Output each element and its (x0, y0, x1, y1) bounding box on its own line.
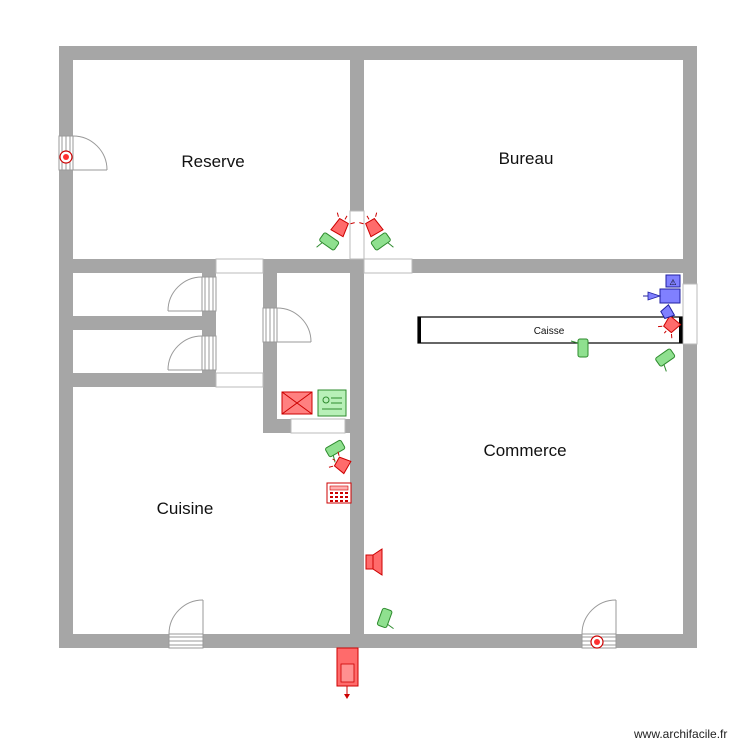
opening-bureau-commerce (363, 258, 413, 274)
camera-icon (655, 348, 676, 372)
wall-left (59, 46, 73, 648)
camera-icon (570, 338, 589, 358)
wall-top (59, 46, 697, 60)
camera-icon (376, 607, 394, 630)
svg-text:⚠: ⚠ (669, 278, 676, 287)
door-store-2 (167, 335, 217, 371)
camera-icon (316, 232, 340, 251)
motion-detector-icon (660, 304, 676, 320)
electrical-panel-icon (281, 391, 313, 415)
motion-detector-icon (359, 212, 384, 238)
door-closet (262, 307, 312, 343)
speaker-icon (365, 548, 383, 576)
room-label-reserve: Reserve (181, 152, 244, 171)
motion-detector-icon (328, 451, 352, 475)
keypad-icon (326, 482, 352, 504)
smoke-detector-icon (590, 635, 604, 649)
wall-cuisine-commerce (350, 273, 364, 634)
wall-closet-left (263, 273, 277, 433)
door-cuisine (168, 599, 204, 649)
room-label-bureau: Bureau (499, 149, 554, 168)
caisse-counter: Caisse (417, 316, 683, 344)
opening-corridor-bottom (215, 372, 264, 388)
opening-reserve-bureau (349, 210, 365, 260)
smoke-detector-icon (59, 150, 73, 164)
fire-extinguisher-icon: ⚠ (665, 274, 681, 288)
wall-reserve-bureau (350, 60, 364, 259)
wall-bottom (59, 634, 697, 648)
opening-caisse-right (682, 283, 698, 345)
caisse-label: Caisse (534, 326, 565, 337)
motion-detector-icon (330, 212, 355, 238)
opening-corridor-top (215, 258, 264, 274)
motion-detector-icon (643, 288, 681, 304)
wall-right (683, 46, 697, 648)
door-store-1 (167, 276, 217, 312)
openings (215, 210, 698, 434)
wall-store-bottom (73, 373, 216, 387)
watermark: www.archifacile.fr (634, 727, 728, 741)
camera-icon (370, 232, 394, 251)
camera-icon (325, 439, 346, 463)
control-panel-icon (317, 389, 347, 417)
room-label-commerce: Commerce (483, 441, 566, 460)
room-label-cuisine: Cuisine (157, 499, 214, 518)
wall-store-middle (73, 316, 216, 330)
siren-icon (336, 647, 359, 699)
opening-closet-bottom (290, 418, 346, 434)
